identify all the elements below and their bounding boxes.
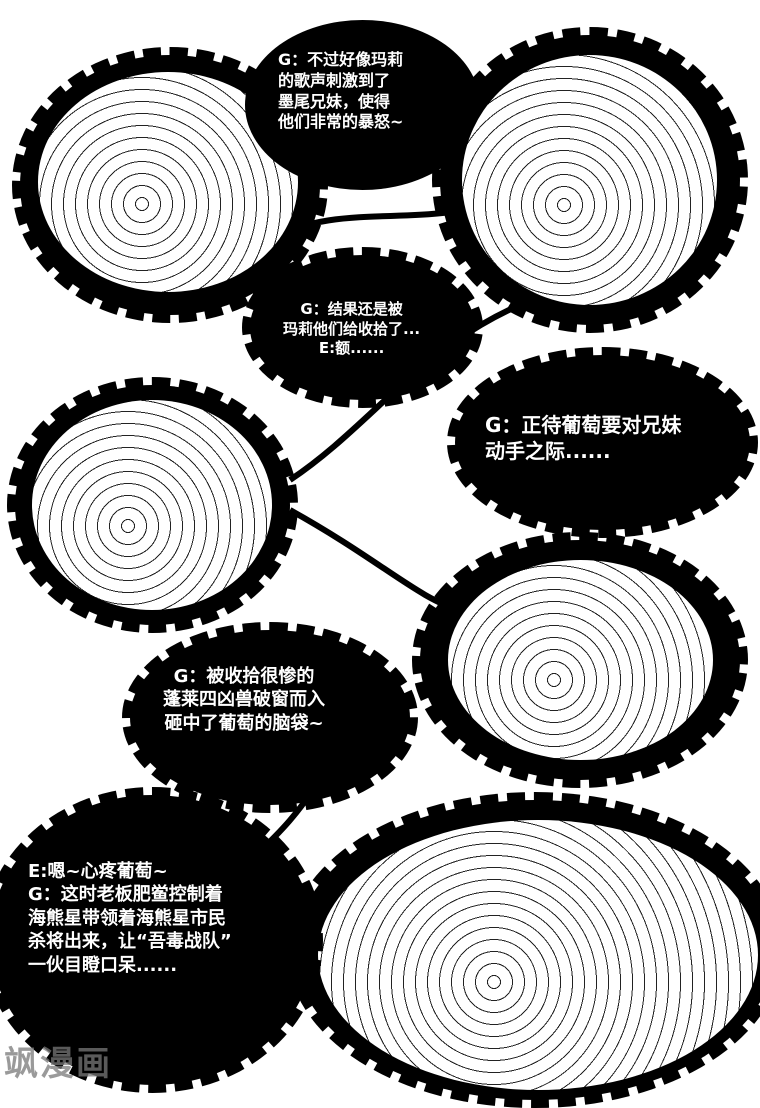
panel-4-art [448, 560, 713, 760]
bubble-5-text: E:嗯~心疼葡萄~ G：这时老板肥鲎控制着 海熊星带领着海熊星市民 杀将出来，让… [28, 861, 232, 976]
panel-5-art [318, 820, 758, 1090]
bubble-4-text: G：被收拾很惨的 蓬莱四凶兽破窗而入 砸中了葡萄的脑袋~ [163, 666, 325, 734]
bubble-2-text: G：结果还是被 玛莉他们给收拾了... E:额...... [283, 300, 421, 357]
panel-4-spikes [412, 532, 748, 788]
bubble-1-text: G：不过好像玛莉 的歌声刺激到了 墨尾兄妹，使得 他们非常的暴怒~ [278, 50, 404, 132]
bubble-4-spikes [122, 622, 418, 813]
panel-3-art [32, 400, 272, 610]
panel-2-spikes [432, 27, 748, 333]
bubble-3-text: G：正待葡萄要对兄妹 动手之际...... [485, 413, 682, 463]
panel-2-art [462, 55, 717, 305]
watermark-logo: 飒漫画 [4, 1044, 112, 1084]
bubble-2-spikes [242, 247, 483, 408]
panel-3-spikes [7, 377, 298, 633]
